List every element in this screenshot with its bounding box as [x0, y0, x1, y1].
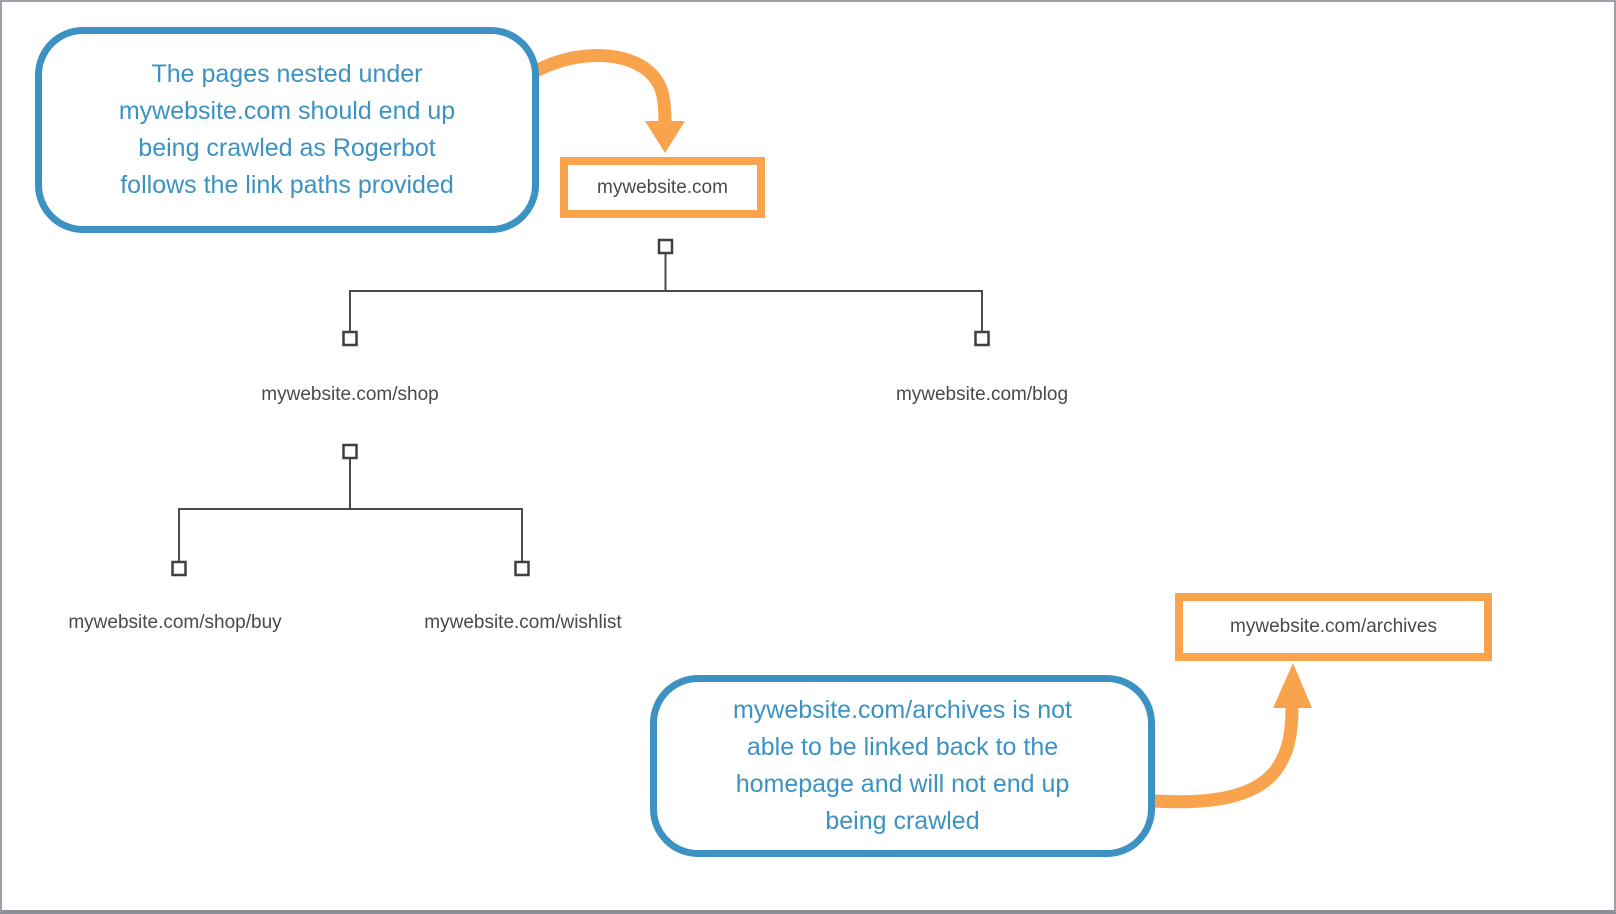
node-archives-box: mywebsite.com/archives	[1175, 593, 1492, 661]
node-wishlist-label: mywebsite.com/wishlist	[424, 612, 622, 633]
down-arrow-icon	[527, 49, 685, 153]
callout-text-line: homepage and will not end up	[735, 770, 1070, 798]
connector-square	[974, 330, 990, 347]
connector-square	[342, 443, 358, 460]
callout-text-line: able to be linked back to the	[746, 733, 1059, 761]
connector-square	[342, 330, 358, 347]
node-archives-label: mywebsite.com/archives	[1230, 616, 1437, 637]
callout-text-line: mywebsite.com should end up	[118, 97, 456, 125]
crawled-pages-callout: The pages nested under mywebsite.com sho…	[35, 27, 539, 233]
connector-square	[514, 560, 530, 577]
callout-text-line: The pages nested under	[151, 60, 423, 88]
node-shop-label: mywebsite.com/shop	[261, 384, 439, 405]
node-blog-label: mywebsite.com/blog	[895, 384, 1069, 405]
connector-square	[657, 238, 674, 255]
not-crawled-callout: mywebsite.com/archives is not able to be…	[650, 675, 1155, 857]
callout-text-line: mywebsite.com/archives is not	[732, 696, 1072, 724]
node-shop-buy-label: mywebsite.com/shop/buy	[68, 612, 282, 633]
node-root-label: mywebsite.com	[597, 176, 728, 198]
callout-text-line: being crawled as Rogerbot	[138, 134, 436, 162]
tree-connector-lines	[178, 252, 983, 563]
callout-text-line: follows the link paths provided	[120, 171, 454, 199]
connector-squares	[171, 238, 990, 577]
curved-up-arrow-icon	[1147, 663, 1312, 809]
connector-square	[171, 560, 187, 577]
node-root-box: mywebsite.com	[560, 157, 765, 218]
callout-text-line: being crawled	[825, 807, 980, 835]
